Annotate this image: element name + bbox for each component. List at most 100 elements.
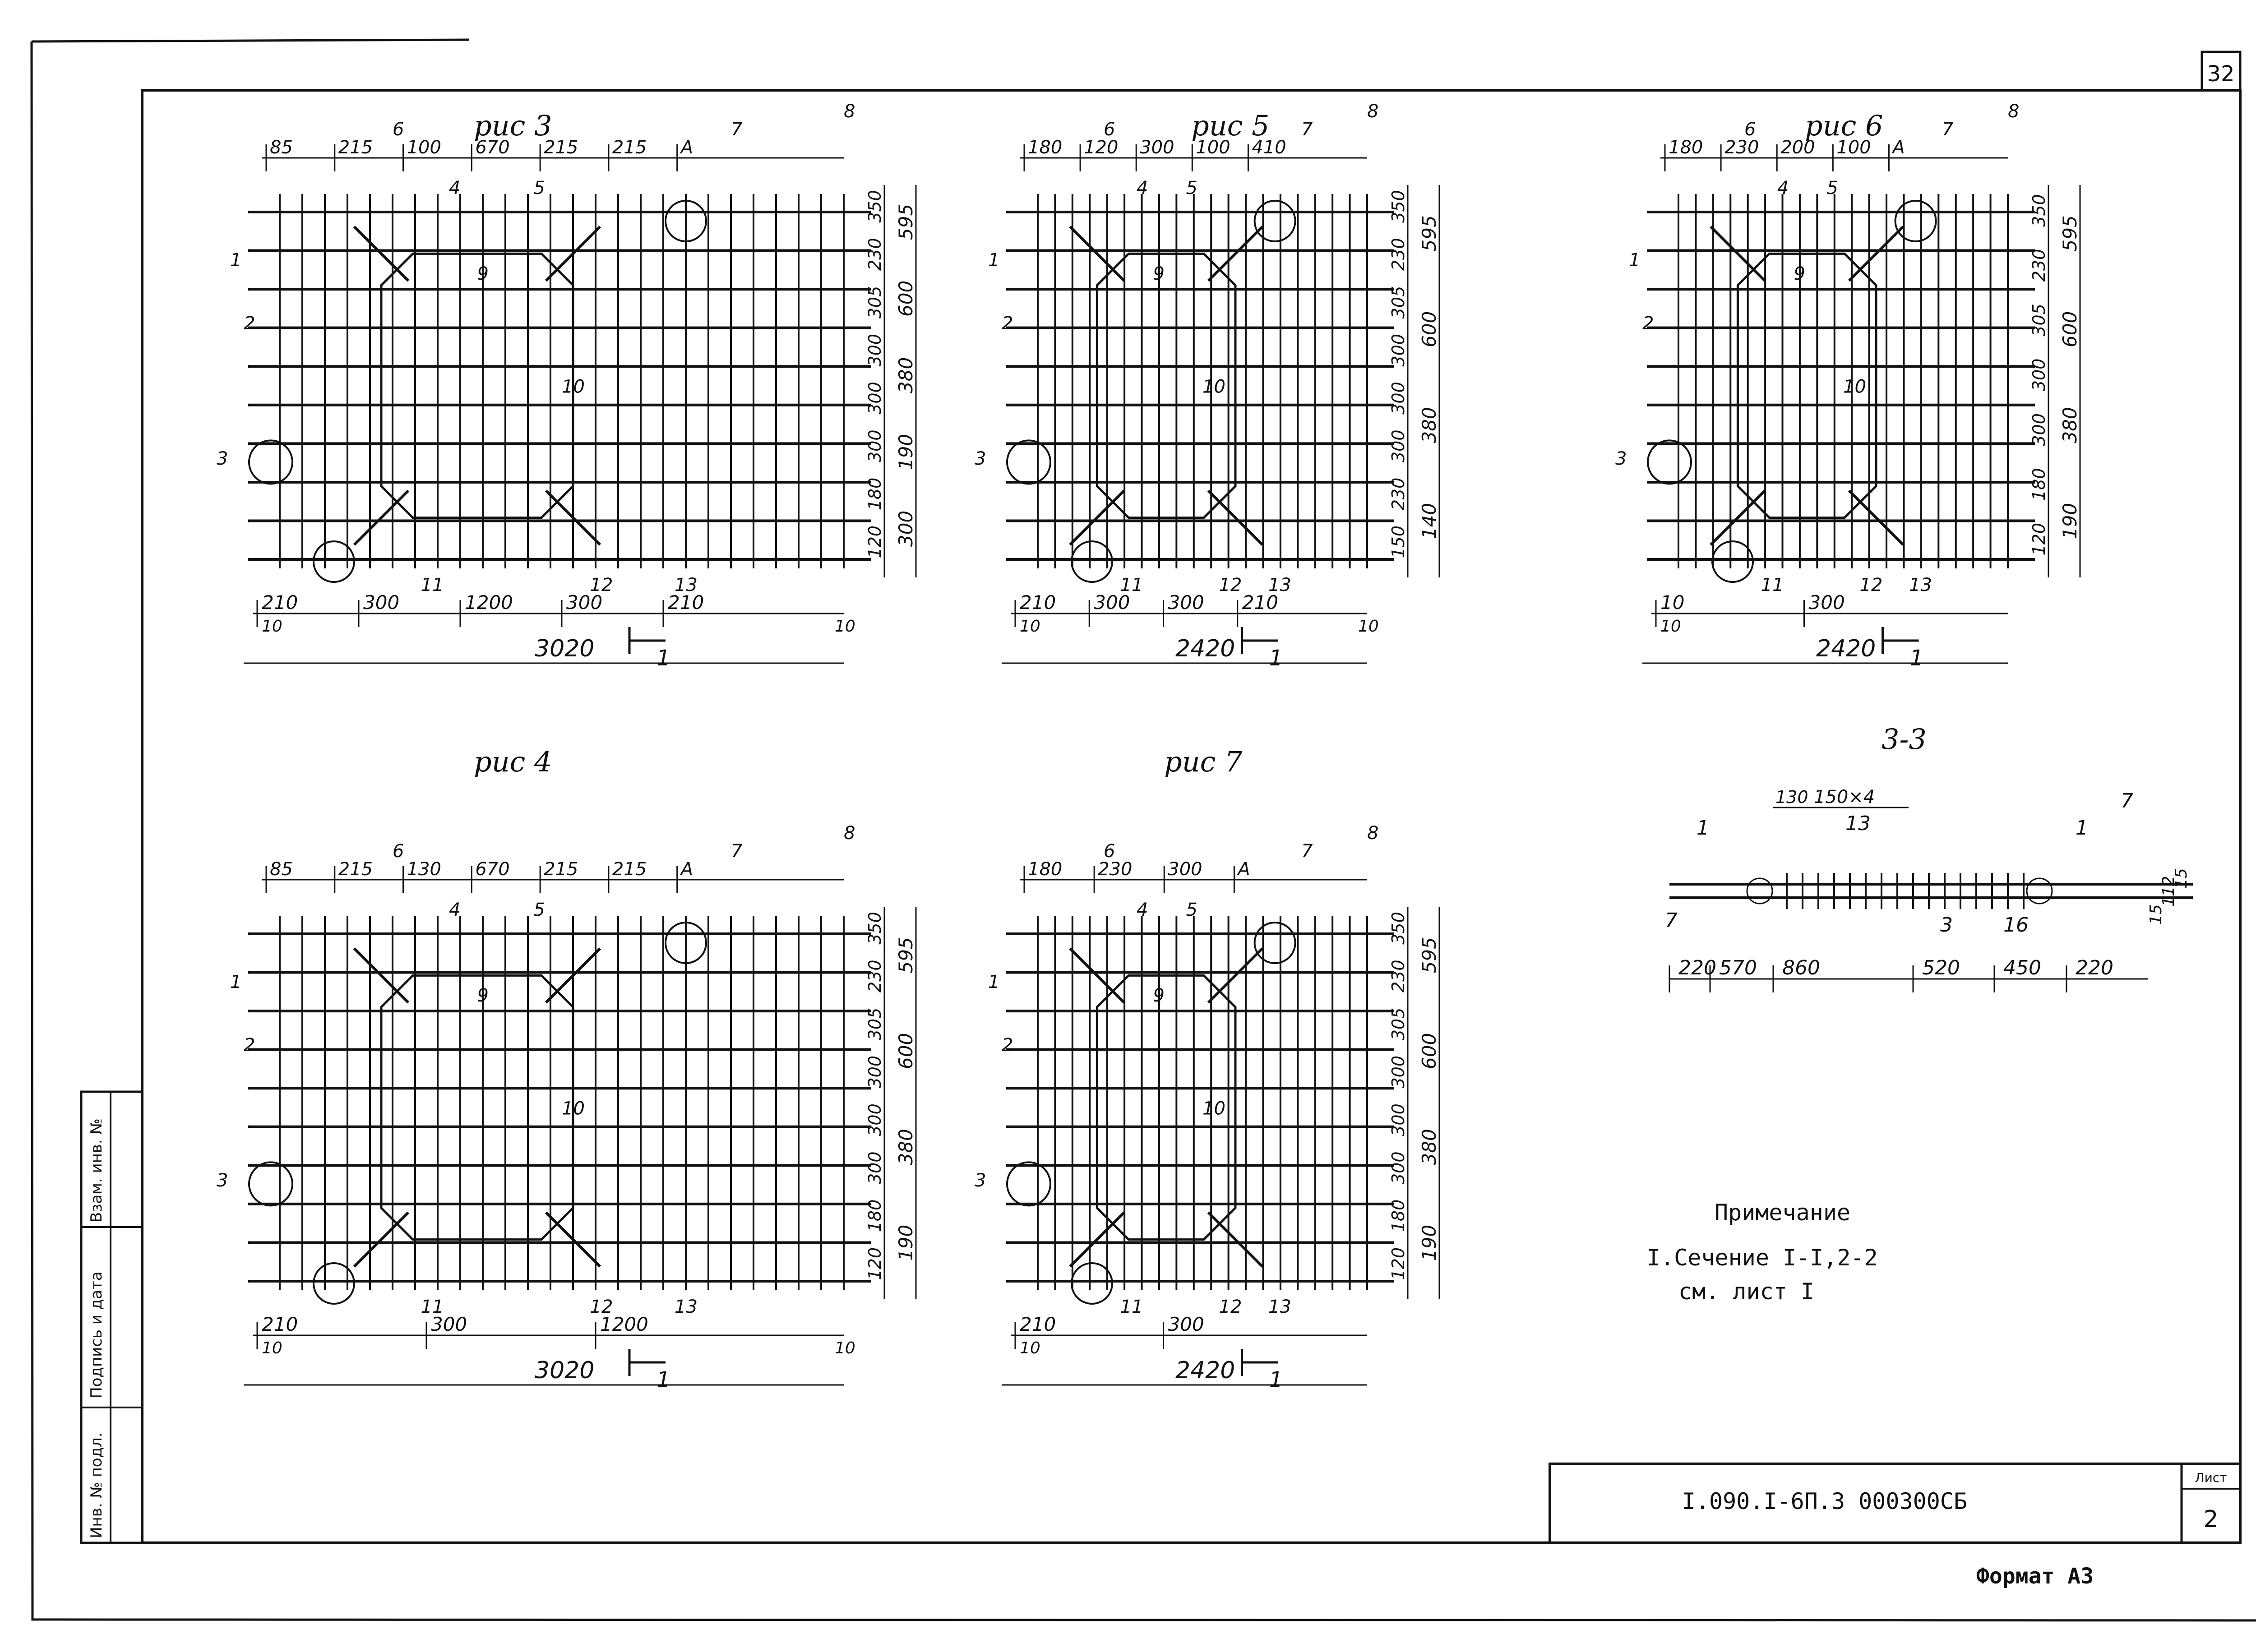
- right-dimension-label: 300: [865, 429, 885, 462]
- stamp-inv-label: Инв. № подл.: [88, 1432, 106, 1538]
- right-outer-dimension-label: 595: [1418, 215, 1440, 251]
- callout-number: 13: [1909, 575, 1932, 595]
- detail-circle: [248, 439, 293, 485]
- top-dimension-label: 120: [1084, 137, 1118, 158]
- callout-number: 4: [1137, 178, 1148, 198]
- callout-number: 1: [230, 972, 241, 992]
- top-dimension-label: 410: [1252, 137, 1286, 158]
- top-dimension-label: 300: [1140, 137, 1174, 158]
- section-callout: 1: [2076, 817, 2088, 840]
- right-dimension-label: 120: [865, 1247, 885, 1280]
- right-dimension-label: 120: [1388, 1247, 1408, 1280]
- section-mark-label: 1: [656, 646, 670, 671]
- right-dimension-label: 150: [1388, 526, 1408, 558]
- figure-title: рис 5: [1191, 109, 1270, 142]
- right-outer-dimension-label: 380: [2059, 407, 2081, 443]
- section-side-dimension: 15: [2172, 868, 2191, 889]
- callout-number: 12: [1860, 575, 1883, 595]
- detail-circle: [1071, 1262, 1113, 1305]
- top-dimension-label: 215: [612, 137, 647, 158]
- overall-dimension-label: 3020: [535, 635, 594, 662]
- right-dimension-label: 305: [865, 286, 885, 319]
- callout-number: 10: [1202, 376, 1225, 397]
- callout-number: 5: [1186, 900, 1197, 920]
- diagonal-bar: [545, 1211, 601, 1268]
- top-dimension-label: 180: [1028, 859, 1062, 880]
- callout-number: 5: [534, 900, 545, 920]
- callout-number: 8: [2008, 101, 2019, 122]
- diagonal-bar: [1207, 1211, 1264, 1268]
- section-top-dimension: 130: [1775, 787, 1808, 807]
- sheet-label: Лист: [2195, 1470, 2227, 1485]
- right-dimension-label: 180: [1388, 1200, 1408, 1232]
- section-callout: 1: [1697, 817, 1709, 840]
- stamp-sign-label: Подпись и дата: [88, 1271, 106, 1398]
- bottom-dimension-label: 300: [363, 591, 399, 614]
- callout-number: 2: [244, 1035, 255, 1056]
- drawing-code: I.090.I-6П.3 000300СБ: [1682, 1488, 1967, 1514]
- detail-circle: [1006, 1161, 1051, 1207]
- bottom-dimension-label: 300: [431, 1313, 467, 1335]
- right-dimension-label: 120: [865, 526, 885, 558]
- right-outer-dimension-label: 595: [895, 204, 917, 240]
- callout-number: 6: [393, 841, 404, 862]
- right-outer-dimension-label: 380: [895, 1129, 917, 1165]
- callout-number: 7: [1301, 841, 1313, 862]
- callout-number: 1: [988, 972, 999, 992]
- diagonal-bar: [545, 489, 601, 546]
- diagonal-bar: [1069, 489, 1125, 546]
- callout-number: 1: [988, 250, 999, 271]
- detail-circle: [1006, 439, 1051, 485]
- bottom-dimension-label: 300: [1094, 591, 1130, 614]
- right-outer-dimension-label: 380: [1418, 407, 1440, 443]
- top-dimension-label: 215: [612, 859, 647, 880]
- right-outer-dimension-label: 595: [895, 937, 917, 973]
- diagonal-bar: [545, 226, 601, 282]
- callout-number: 13: [1268, 1297, 1291, 1317]
- detail-circle: [1253, 922, 1296, 964]
- callout-number: 13: [675, 575, 698, 595]
- top-dimension-label: 230: [1098, 859, 1132, 880]
- section-callout: 7: [1665, 909, 1678, 932]
- diagonal-bar: [1069, 947, 1125, 1004]
- right-dimension-label: 350: [865, 912, 885, 945]
- bottom-dimension-label: 300: [566, 591, 602, 614]
- right-dimension-label: 305: [1388, 1008, 1408, 1041]
- callout-number: 9: [1794, 263, 1805, 284]
- detail-circle: [313, 1262, 355, 1305]
- right-outer-dimension-label: 600: [2059, 311, 2081, 347]
- diagonal-bar: [1710, 489, 1766, 546]
- right-dimension-label: 300: [1388, 1103, 1408, 1136]
- diagonal-bar: [1069, 1211, 1125, 1268]
- end-dimension-label: 10: [1660, 617, 1681, 636]
- callout-number: 3: [975, 1170, 986, 1191]
- stamp-column: [80, 1090, 143, 1544]
- section-title: 3-3: [1882, 723, 1927, 756]
- right-dimension-label: 305: [2029, 304, 2049, 337]
- right-dimension-label: 305: [1388, 286, 1408, 319]
- bottom-dimension-label: 210: [1020, 591, 1056, 614]
- right-dimension-label: 300: [865, 1103, 885, 1136]
- section-mark-label: 1: [1269, 646, 1283, 671]
- callout-number: 10: [1843, 376, 1866, 397]
- callout-number: 7: [731, 119, 743, 140]
- top-dimension-label: 670: [475, 859, 509, 880]
- callout-number: 9: [477, 263, 489, 284]
- right-dimension-label: 180: [2029, 468, 2049, 501]
- note-line-1: I.Сечение I-I,2-2: [1647, 1245, 1878, 1271]
- callout-number: 11: [421, 1297, 444, 1317]
- diagonal-bar: [353, 947, 410, 1004]
- section-callout: 13: [1845, 812, 1871, 835]
- diagonal-bar: [1848, 226, 1905, 282]
- diagonal-bar: [1848, 489, 1905, 546]
- top-dimension-label: 85: [270, 137, 293, 158]
- callout-number: 6: [1104, 841, 1115, 862]
- callout-number: 3: [217, 1170, 228, 1191]
- section-top-dimension: 150×4: [1814, 787, 1875, 808]
- section-bottom-dimension: 860: [1782, 956, 1820, 979]
- callout-number: 6: [1744, 119, 1756, 140]
